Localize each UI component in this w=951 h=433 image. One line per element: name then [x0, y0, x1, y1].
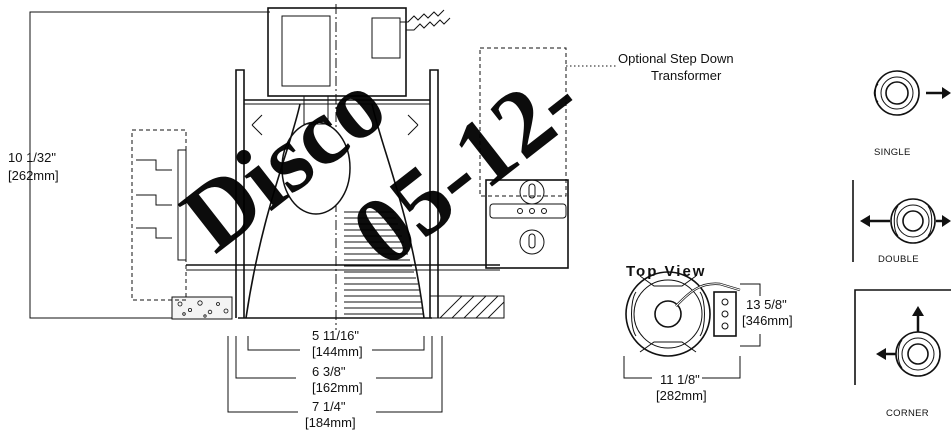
frame-left-post: [235, 69, 245, 318]
side-elevation: [29, 4, 616, 413]
corner-install-diagram: [854, 289, 951, 385]
double-arrow-left: [860, 215, 870, 227]
single-install-diagram: [873, 70, 951, 116]
flex-conduit: [400, 9, 445, 23]
optional-transformer-outline: [479, 47, 567, 197]
transformer-label-line2: Transformer: [651, 68, 722, 83]
corner-arrow-left: [876, 348, 886, 360]
top-view-junction-box: [713, 291, 737, 337]
double-label: DOUBLE: [878, 254, 919, 265]
trim-inches-label: 7 1/4": [312, 399, 346, 414]
height-inches-label: 10 1/32": [8, 150, 56, 165]
height-dimension-line: [29, 11, 270, 319]
top-depth-inches-label: 13 5/8": [746, 297, 787, 312]
double-arrow-right: [942, 215, 951, 227]
reflector-right: [371, 103, 425, 319]
top-view-trim-ring: [625, 271, 711, 357]
trim-mm-label: [184mm]: [305, 415, 356, 430]
top-view: [623, 271, 761, 379]
side-junction-box: [485, 179, 569, 269]
transformer-label-line1: Optional Step Down: [618, 51, 734, 66]
aperture-mm-label: [144mm]: [312, 344, 363, 359]
cutout-inches-label: 6 3/8": [312, 364, 346, 379]
single-label: SINGLE: [874, 147, 911, 158]
single-arrow-right: [942, 87, 951, 99]
height-mm-label: [262mm]: [8, 168, 59, 183]
cutout-mm-label: [162mm]: [312, 380, 363, 395]
top-view-lamp: [654, 300, 682, 328]
ceiling-hatch: [439, 295, 505, 319]
top-width-inches-label: 11 1/8": [660, 372, 700, 387]
lamp-socket: [303, 95, 329, 125]
ceiling-aggregate: [177, 300, 229, 318]
watermark: Disco 05-12-: [162, 45, 600, 287]
ceiling-section-left: [171, 296, 233, 320]
double-install-diagram: [852, 180, 951, 262]
junction-box: [267, 7, 407, 97]
corner-arrow-up: [912, 306, 924, 316]
top-view-title: Top View: [626, 263, 706, 280]
top-width-mm-label: [282mm]: [656, 388, 707, 403]
top-depth-mm-label: [346mm]: [742, 313, 793, 328]
corner-label: CORNER: [886, 408, 929, 419]
frame-right-post: [429, 69, 439, 318]
watermark-line2: 05-12-: [332, 45, 600, 287]
aperture-inches-label: 5 11/16": [312, 328, 359, 343]
baffle-grooves: [344, 211, 424, 315]
reflector-left: [245, 103, 301, 319]
